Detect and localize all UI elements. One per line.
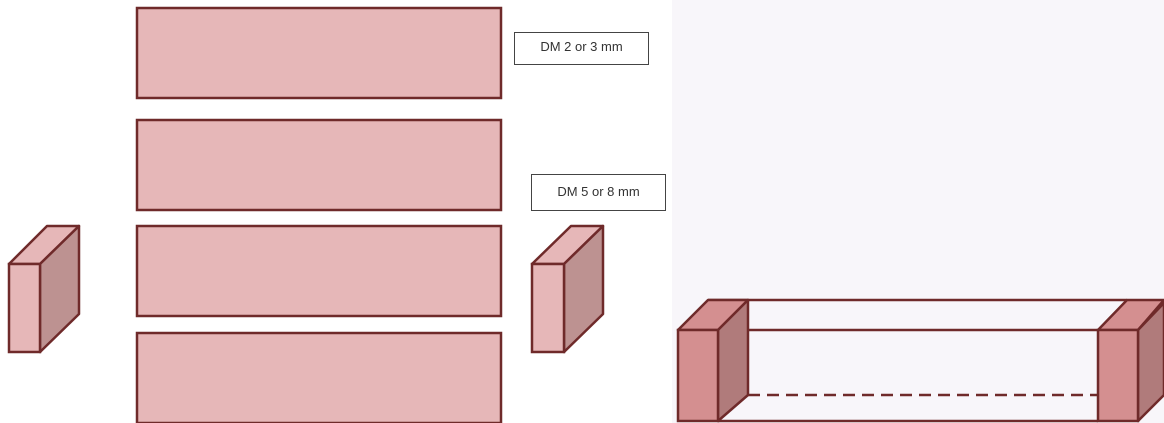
plate-4 (135, 331, 503, 423)
plate-3 (135, 224, 503, 318)
label-dm-5-or-8-mm: DM 5 or 8 mm (531, 174, 666, 211)
spacer-block-right (530, 224, 605, 354)
plate-2 (135, 118, 503, 212)
plate-stack (135, 6, 503, 423)
assembled-view (676, 298, 1164, 423)
end-block-right-front (1096, 328, 1140, 423)
spacer-block-left (7, 224, 81, 354)
spacer-right-front-face (530, 262, 566, 354)
plate-1 (135, 6, 503, 100)
end-block-left-front (676, 328, 720, 423)
spacer-left-front-face (7, 262, 42, 354)
label-dm-2-or-3-mm: DM 2 or 3 mm (514, 32, 649, 65)
